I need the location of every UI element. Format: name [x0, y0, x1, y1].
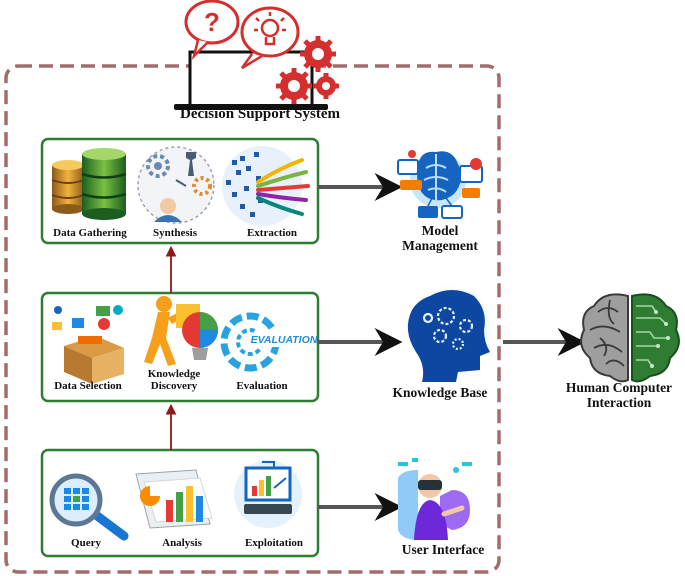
system-title: Decision Support System [179, 106, 340, 122]
label-analysis: Analysis [162, 537, 202, 549]
evaluation-icon: EVALUATION [220, 312, 318, 372]
evaluation-badge: EVALUATION [251, 334, 318, 346]
brain-circuit-icon [580, 293, 680, 383]
svg-text:?: ? [204, 7, 220, 37]
exploitation-icon [234, 460, 302, 528]
data-selection-icon [52, 305, 124, 384]
extraction-icon [222, 146, 310, 226]
label-exploitation: Exploitation [244, 537, 304, 549]
label-query: Query [71, 537, 101, 549]
knowledge-base-head-icon [406, 284, 494, 382]
synthesis-icon [137, 146, 215, 224]
label-model-management: Model Management [402, 223, 478, 254]
label-user-interface: User Interface [401, 542, 485, 557]
label-knowledge-discovery: Knowledge Discovery [147, 368, 201, 393]
laptop-idea-icon: ? [172, 0, 339, 110]
label-data-selection: Data Selection [54, 380, 122, 392]
label-synthesis: Synthesis [152, 227, 198, 239]
label-extraction: Extraction [246, 227, 298, 239]
knowledge-discovery-icon [144, 296, 218, 366]
label-knowledge-base: Knowledge Base [392, 385, 488, 400]
label-human-computer-interaction: Human Computer Interaction [565, 380, 673, 411]
user-interface-vr-icon [398, 458, 472, 540]
label-data-gathering: Data Gathering [53, 227, 127, 239]
query-icon [49, 473, 129, 541]
database-icon [51, 148, 127, 220]
label-evaluation: Evaluation [236, 380, 288, 392]
analysis-chart-icon [135, 469, 213, 529]
model-management-icon [397, 150, 483, 219]
